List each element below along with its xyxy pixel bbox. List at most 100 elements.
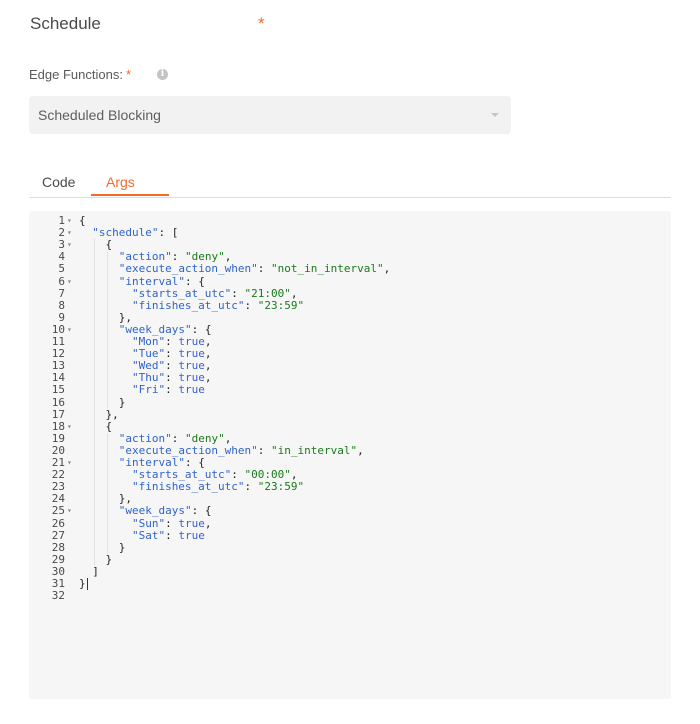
code-text: { (79, 215, 86, 227)
code-line: 3▾{ (29, 239, 669, 251)
edge-functions-select[interactable]: Scheduled Blocking (29, 96, 511, 134)
code-line: 14"Thu": true, (29, 372, 669, 384)
code-line: 9}, (29, 310, 669, 324)
code-token: "23:59" (257, 480, 305, 494)
code-line: 22 "starts_at_utc": "00:00", (29, 469, 669, 481)
line-number: 10 (51, 322, 65, 336)
code-token: "21:00" (244, 286, 291, 300)
line-number: 5 (58, 262, 65, 276)
code-token: }, (105, 407, 119, 421)
code-text: { (105, 239, 112, 251)
code-text: "starts_at_utc": "00:00", (132, 469, 298, 481)
line-number: 29 (51, 552, 65, 566)
code-token: : (171, 250, 185, 264)
line-number: 22 (51, 468, 65, 482)
code-line: 16} (29, 395, 669, 409)
code-line: 15"Fri": true (29, 384, 669, 396)
code-token: , (204, 371, 212, 385)
line-number: 1 (58, 214, 65, 227)
code-token: true (178, 528, 205, 542)
line-number: 28 (51, 540, 65, 554)
code-token: "finishes_at_utc" (131, 480, 245, 494)
fold-toggle-icon[interactable]: ▾ (67, 240, 72, 250)
fold-toggle-icon[interactable]: ▾ (67, 228, 72, 238)
code-token: , (290, 468, 298, 482)
line-number: 16 (51, 395, 65, 409)
edge-functions-label: Edge Functions:* i (29, 67, 168, 85)
code-text: } (119, 541, 126, 554)
schedule-required-mark: * (258, 14, 265, 33)
code-token: } (79, 577, 86, 590)
code-token: : (244, 480, 258, 494)
line-number: 20 (51, 443, 65, 457)
fold-toggle-icon[interactable]: ▾ (67, 276, 72, 286)
code-token: : (165, 528, 179, 542)
fold-toggle-icon[interactable]: ▾ (67, 216, 72, 225)
fold-toggle-icon[interactable]: ▾ (67, 458, 72, 467)
code-token: }, (118, 492, 132, 506)
indent-guide (107, 251, 109, 409)
code-token: : (165, 383, 179, 397)
line-number: 25 (51, 504, 65, 518)
code-token: "week_days" (118, 322, 192, 336)
code-token: "not_in_interval" (271, 262, 384, 276)
code-text: "week_days": { (119, 505, 212, 517)
code-token: "execute_action_when" (118, 262, 258, 276)
line-number: 14 (51, 371, 65, 385)
code-line: 8 "finishes_at_utc": "23:59" (29, 298, 669, 312)
code-token: : { (191, 322, 212, 336)
code-token: : (165, 516, 179, 530)
info-icon[interactable]: i (157, 69, 168, 80)
line-number: 27 (51, 528, 65, 542)
fold-toggle-icon[interactable]: ▾ (67, 421, 72, 431)
code-token: , (224, 431, 232, 445)
code-token: "in_interval" (271, 443, 358, 457)
code-token: "schedule" (92, 226, 159, 240)
line-number: 4 (58, 250, 65, 264)
code-line: 24}, (29, 493, 669, 505)
line-number: 23 (51, 480, 65, 494)
tab-args[interactable]: Args (106, 174, 135, 190)
code-token: "finishes_at_utc" (131, 298, 245, 312)
line-number: 9 (58, 310, 65, 324)
code-token: : (244, 298, 258, 312)
edge-functions-required-mark: * (125, 67, 132, 82)
line-number: 15 (51, 383, 65, 397)
code-text: "action": "deny", (119, 431, 232, 445)
code-text: { (105, 420, 112, 433)
line-number: 24 (51, 492, 65, 506)
code-line: 1▾ { (29, 215, 669, 227)
code-line: 10▾ "week_days": { (29, 322, 669, 336)
fold-toggle-icon[interactable]: ▾ (67, 324, 72, 334)
line-number: 26 (51, 516, 65, 530)
code-token: "Fri" (131, 383, 166, 397)
code-token: "deny" (184, 250, 225, 264)
code-text: }, (105, 407, 119, 421)
code-line: 7"starts_at_utc": "21:00", (29, 286, 669, 300)
code-text: "action": "deny", (119, 251, 232, 263)
code-token: : [ (158, 226, 179, 240)
line-number: 30 (51, 564, 65, 578)
schedule-header: Schedule * (30, 14, 670, 40)
code-line: 26"Sun": true, (29, 516, 669, 530)
code-line: 12"Tue": true, (29, 348, 669, 360)
line-number: 21 (51, 456, 65, 469)
code-text: "finishes_at_utc": "23:59" (131, 298, 304, 312)
line-number: 13 (51, 359, 65, 373)
text-cursor (86, 578, 88, 590)
code-token: : { (184, 456, 205, 469)
code-token: , (290, 286, 298, 300)
code-token: , (357, 443, 364, 457)
code-token: : (165, 371, 179, 385)
line-number: 8 (58, 298, 65, 312)
code-text: "schedule": [ (92, 227, 178, 239)
tab-code[interactable]: Code (42, 174, 76, 190)
code-line: 13"Wed": true, (29, 360, 669, 372)
code-line: 5"execute_action_when": "not_in_interval… (29, 263, 669, 275)
code-token: : (165, 335, 179, 348)
code-token: ] (92, 564, 99, 578)
code-line: 29} (29, 552, 669, 566)
fold-toggle-icon[interactable]: ▾ (67, 506, 72, 516)
code-editor[interactable]: 1▾{2▾"schedule": [3▾{4"action": "deny",5… (29, 211, 671, 699)
code-text: "starts_at_utc": "21:00", (132, 286, 298, 300)
